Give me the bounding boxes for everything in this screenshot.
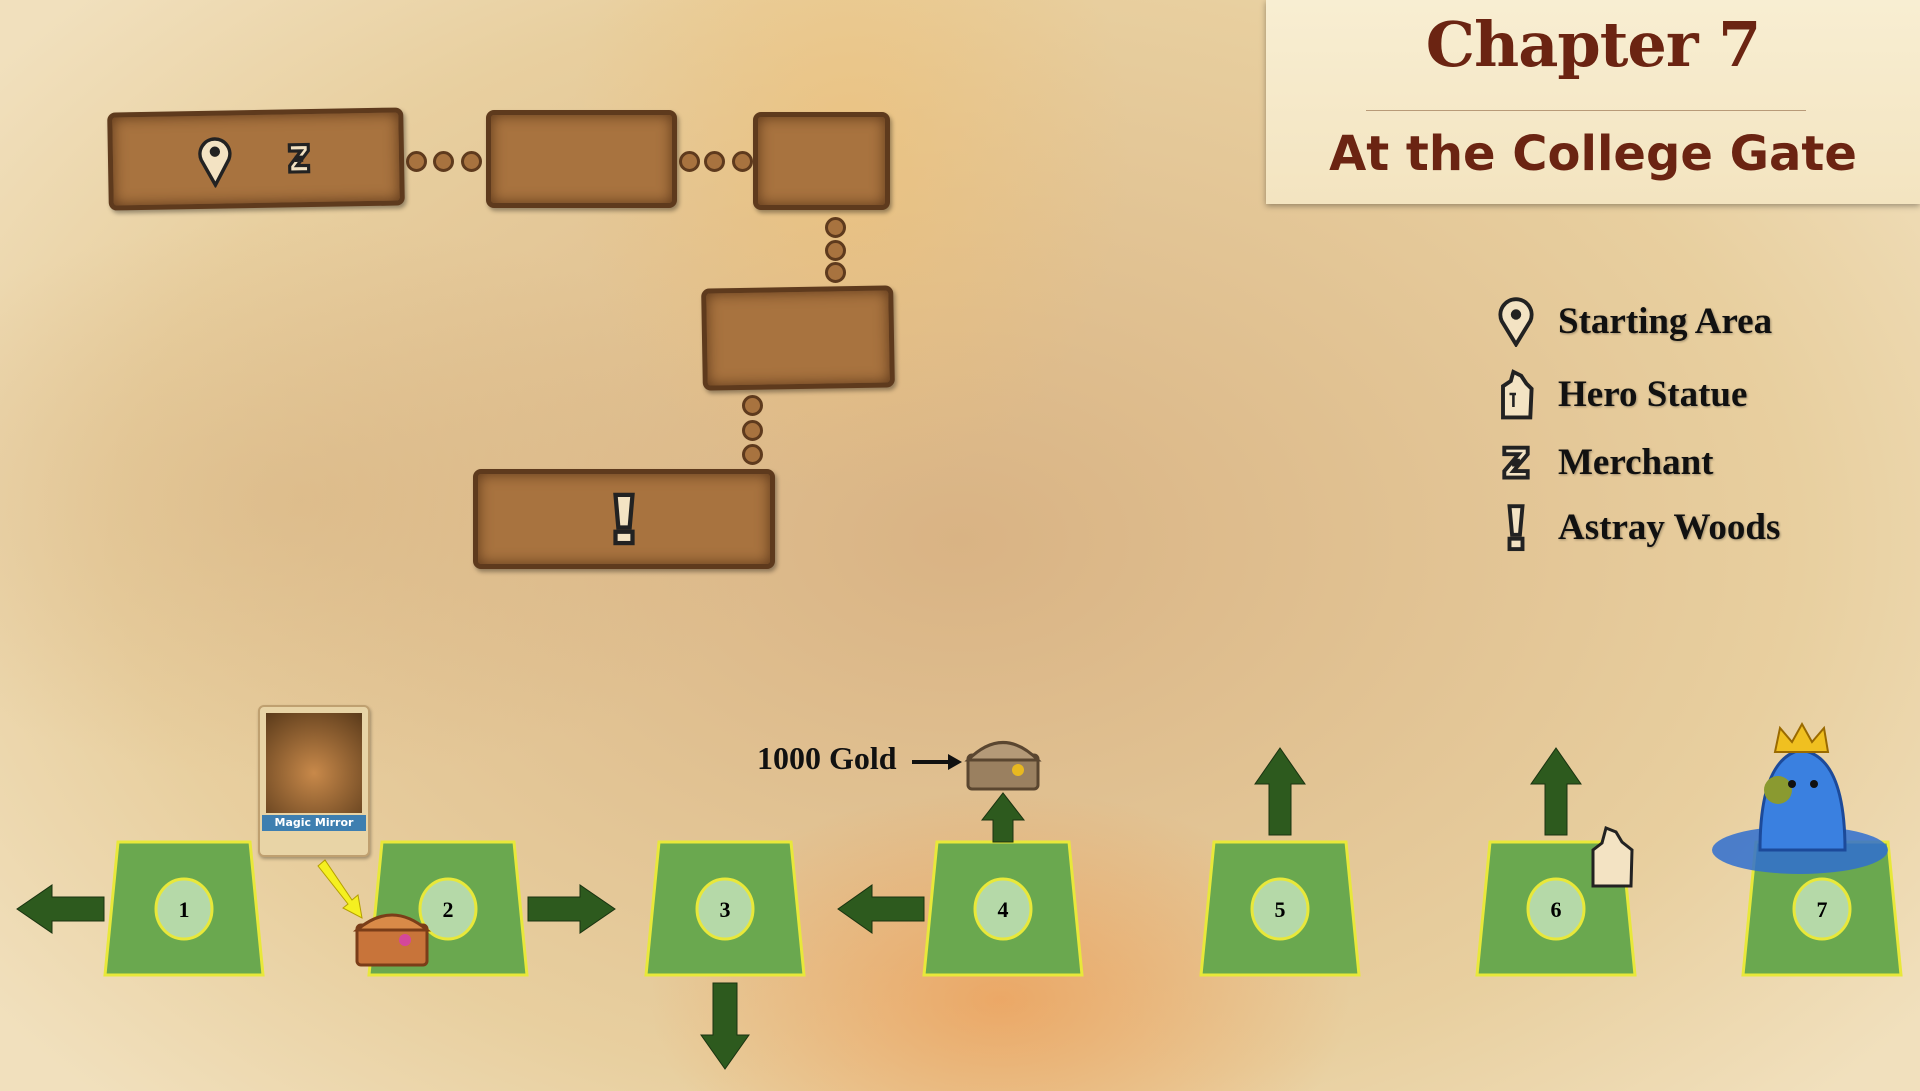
room-number-badge xyxy=(1792,877,1852,941)
room-number: 4 xyxy=(998,897,1009,922)
arrows xyxy=(16,747,1582,1070)
exclamation-icon xyxy=(1507,504,1525,552)
arrow-left-room-4 xyxy=(837,884,925,934)
legend-item-merchant: Merchant xyxy=(1490,437,1714,487)
path-dot xyxy=(461,151,482,172)
arrow-down-room-3 xyxy=(700,982,750,1070)
arrow-right-room-2 xyxy=(527,884,616,934)
room-number-badge xyxy=(695,877,755,941)
room-number: 2 xyxy=(443,897,454,922)
room-4[interactable]: 4 xyxy=(922,840,1084,977)
arrow-up-room-6 xyxy=(1530,747,1582,836)
path-dot xyxy=(732,151,753,172)
title-divider xyxy=(1366,110,1806,111)
room-number-badge xyxy=(1526,877,1586,941)
arrow-up-room-4 xyxy=(980,792,1026,843)
path-dot xyxy=(433,151,454,172)
card-art xyxy=(266,713,362,813)
room-number: 1 xyxy=(179,897,190,922)
merchant-icon xyxy=(1502,445,1530,480)
room-number: 6 xyxy=(1551,897,1562,922)
room-number: 7 xyxy=(1817,897,1828,922)
map-pin-icon xyxy=(198,137,232,189)
legend-item-hero-statue: Hero Statue xyxy=(1490,369,1748,420)
gold-reward-label: 1000 Gold xyxy=(757,740,897,776)
card-name: Magic Mirror xyxy=(262,815,366,831)
path-dot xyxy=(704,151,725,172)
arrow-left-room-1 xyxy=(16,884,105,934)
path-dot xyxy=(742,444,763,465)
exclamation-icon xyxy=(613,492,635,546)
arrow-up-room-5 xyxy=(1254,747,1306,836)
hero-statue-icon xyxy=(1591,825,1634,888)
yellow-pointer-arrow xyxy=(317,859,363,919)
room-number-badge xyxy=(418,877,478,941)
room-number-badge xyxy=(973,877,1033,941)
path-dot xyxy=(825,262,846,283)
merchant-icon xyxy=(287,142,311,174)
map-area-3[interactable] xyxy=(753,112,890,210)
treasure-chest-icon xyxy=(352,913,432,967)
map-pin-icon xyxy=(1498,297,1534,347)
room-1[interactable]: 1 xyxy=(103,840,265,977)
legend-item-astray-woods: Astray Woods xyxy=(1490,502,1780,552)
legend-label: Starting Area xyxy=(1558,300,1773,342)
room-number-badge xyxy=(1250,877,1310,941)
path-dot xyxy=(825,217,846,238)
room-number-badge xyxy=(154,877,214,941)
slime-king-boss-icon xyxy=(1712,721,1888,874)
map-area-astray-woods[interactable] xyxy=(473,469,775,569)
legend-label: Astray Woods xyxy=(1558,506,1781,548)
map-area-2[interactable] xyxy=(486,110,677,208)
hero-statue-icon xyxy=(1501,369,1534,420)
room-7[interactable]: 7 xyxy=(1741,840,1903,977)
room-5[interactable]: 5 xyxy=(1199,840,1361,977)
magic-mirror-card[interactable]: Magic Mirror xyxy=(258,705,370,857)
path-dot xyxy=(679,151,700,172)
chapter-title-panel: Chapter 7 At the College Gate xyxy=(1266,0,1920,204)
chapter-subtitle: At the College Gate xyxy=(1329,126,1857,182)
legend-item-starting-area: Starting Area xyxy=(1490,296,1773,347)
map-area-starting[interactable] xyxy=(107,107,405,211)
chapter-title: Chapter 7 xyxy=(1425,8,1761,81)
legend-label: Hero Statue xyxy=(1558,373,1748,415)
path-dot xyxy=(825,240,846,261)
room-number: 5 xyxy=(1275,897,1286,922)
room-3[interactable]: 3 xyxy=(644,840,806,977)
legend-label: Merchant xyxy=(1558,441,1714,483)
room-number: 3 xyxy=(720,897,731,922)
path-dot xyxy=(742,395,763,416)
path-dot xyxy=(742,420,763,441)
path-dot xyxy=(406,151,427,172)
gold-pointer-arrow xyxy=(912,754,962,770)
gold-chest-icon xyxy=(964,741,1042,791)
